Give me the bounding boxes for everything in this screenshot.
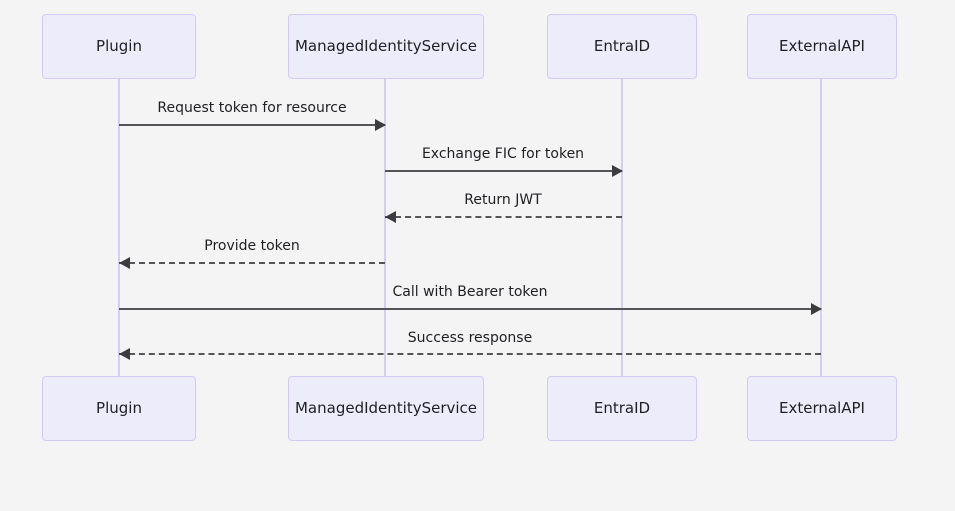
arrowhead-right-icon <box>811 303 822 315</box>
message-line-dashed <box>119 353 821 355</box>
message-label-success-response: Success response <box>407 330 533 346</box>
lifeline-plugin <box>118 79 120 376</box>
participant-plugin-top[interactable]: Plugin <box>42 14 196 79</box>
arrowhead-left-icon <box>385 211 396 223</box>
participant-entra-id-top[interactable]: EntraID <box>547 14 697 79</box>
arrowhead-right-icon <box>375 119 386 131</box>
message-line-solid <box>119 124 385 126</box>
participant-plugin-bottom[interactable]: Plugin <box>42 376 196 441</box>
participant-label: ExternalAPI <box>779 399 865 417</box>
participant-label: EntraID <box>593 37 651 55</box>
message-label-return-jwt: Return JWT <box>464 192 542 208</box>
lifeline-entra-id <box>621 79 623 376</box>
participant-external-api-top[interactable]: ExternalAPI <box>747 14 897 79</box>
participant-label: ManagedIdentityService <box>294 399 478 417</box>
arrowhead-left-icon <box>119 348 130 360</box>
arrowhead-left-icon <box>119 257 130 269</box>
message-line-dashed <box>385 216 622 218</box>
participant-external-api-bottom[interactable]: ExternalAPI <box>747 376 897 441</box>
participant-label: EntraID <box>593 399 651 417</box>
participant-managed-identity-service-top[interactable]: ManagedIdentityService <box>288 14 484 79</box>
lifeline-managed-identity-service <box>384 79 386 376</box>
message-line-dashed <box>119 262 385 264</box>
lifeline-external-api <box>820 79 822 376</box>
arrowhead-right-icon <box>612 165 623 177</box>
participant-label: Plugin <box>96 399 142 417</box>
message-label-call-with-bearer-token: Call with Bearer token <box>392 284 548 300</box>
message-label-request-token-for-resource: Request token for resource <box>157 100 347 116</box>
message-label-exchange-fic-for-token: Exchange FIC for token <box>421 146 585 162</box>
message-line-solid <box>119 308 821 310</box>
participant-label: ManagedIdentityService <box>294 37 478 55</box>
participant-label: ExternalAPI <box>779 37 865 55</box>
participant-label: Plugin <box>96 37 142 55</box>
participant-managed-identity-service-bottom[interactable]: ManagedIdentityService <box>288 376 484 441</box>
participant-entra-id-bottom[interactable]: EntraID <box>547 376 697 441</box>
message-line-solid <box>385 170 622 172</box>
message-label-provide-token: Provide token <box>204 238 300 254</box>
